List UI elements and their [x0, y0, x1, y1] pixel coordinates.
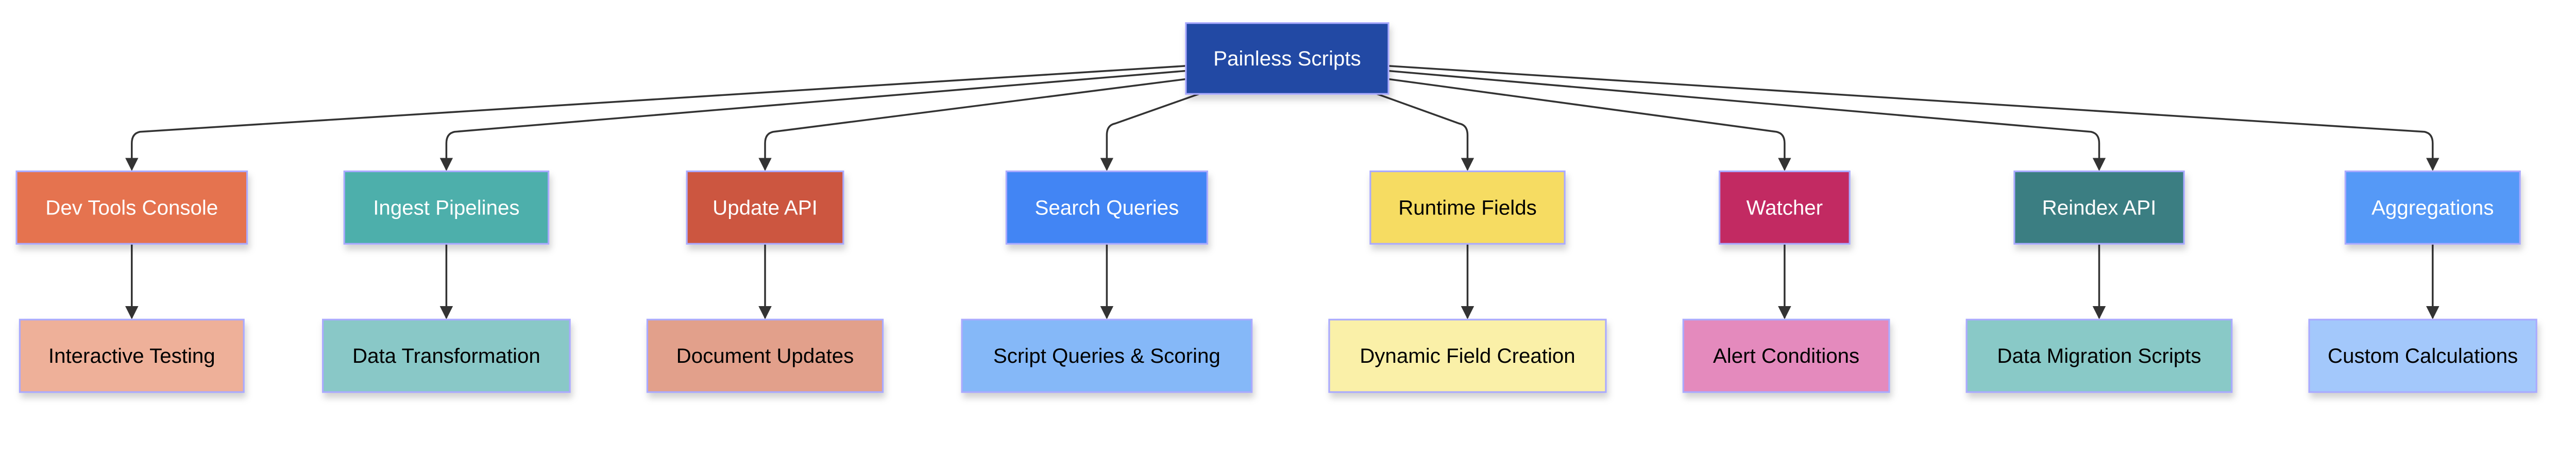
node-watcher[interactable]: Watcher	[1718, 170, 1851, 245]
node-custom-calculations-label: Custom Calculations	[2328, 344, 2518, 367]
node-update-api-label: Update API	[713, 196, 818, 219]
edge-root-to-ingest-pipelines	[439, 70, 1186, 171]
node-dev-tools-console[interactable]: Dev Tools Console	[15, 170, 248, 245]
node-aggregations-label: Aggregations	[2371, 196, 2494, 219]
node-script-queries-and-scoring[interactable]: Script Queries & Scoring	[961, 318, 1253, 393]
edge-root-to-reindex-api	[1388, 70, 2106, 171]
node-watcher-label: Watcher	[1747, 196, 1823, 219]
node-dynamic-field-creation-label: Dynamic Field Creation	[1360, 344, 1575, 367]
node-dynamic-field-creation-box	[1328, 318, 1607, 393]
node-data-migration-scripts-label: Data Migration Scripts	[1997, 344, 2201, 367]
node-aggregations-box	[2344, 170, 2521, 245]
node-watcher-box	[1718, 170, 1851, 245]
edge-root-to-search-queries	[1100, 93, 1199, 171]
node-reindex-api-label: Reindex API	[2042, 196, 2157, 219]
node-dev-tools-console-box	[15, 170, 248, 245]
node-document-updates-box	[646, 318, 884, 393]
edges	[125, 65, 2439, 319]
node-runtime-fields[interactable]: Runtime Fields	[1369, 170, 1566, 245]
node-search-queries-label: Search Queries	[1035, 196, 1179, 219]
node-aggregations[interactable]: Aggregations	[2344, 170, 2521, 245]
node-data-transformation-label: Data Transformation	[352, 344, 540, 367]
node-data-migration-scripts[interactable]: Data Migration Scripts	[1965, 318, 2233, 393]
node-script-queries-and-scoring-label: Script Queries & Scoring	[993, 344, 1221, 367]
edge-root-to-aggregations	[1388, 65, 2439, 171]
root-node-painless-scripts-box	[1185, 22, 1389, 95]
node-search-queries-box	[1005, 170, 1208, 245]
node-script-queries-and-scoring-box	[961, 318, 1253, 393]
node-document-updates-label: Document Updates	[676, 344, 854, 367]
node-search-queries[interactable]: Search Queries	[1005, 170, 1208, 245]
edge-root-to-watcher	[1388, 78, 1791, 171]
node-custom-calculations[interactable]: Custom Calculations	[2308, 318, 2537, 393]
node-interactive-testing-label: Interactive Testing	[48, 344, 215, 367]
root-node-painless-scripts-label: Painless Scripts	[1213, 47, 1361, 70]
node-document-updates[interactable]: Document Updates	[646, 318, 884, 393]
node-data-migration-scripts-box	[1965, 318, 2233, 393]
node-reindex-api[interactable]: Reindex API	[2013, 170, 2185, 245]
edge-root-to-runtime-fields	[1377, 93, 1475, 171]
node-dynamic-field-creation[interactable]: Dynamic Field Creation	[1328, 318, 1607, 393]
node-dev-tools-console-label: Dev Tools Console	[45, 196, 218, 219]
node-interactive-testing-box	[19, 318, 245, 393]
root-node-painless-scripts[interactable]: Painless Scripts	[1185, 22, 1389, 95]
edge-root-to-dev-tools-console	[125, 65, 1186, 171]
node-alert-conditions-label: Alert Conditions	[1713, 344, 1859, 367]
node-alert-conditions-box	[1682, 318, 1890, 393]
node-ingest-pipelines[interactable]: Ingest Pipelines	[343, 170, 550, 245]
node-interactive-testing[interactable]: Interactive Testing	[19, 318, 245, 393]
node-alert-conditions[interactable]: Alert Conditions	[1682, 318, 1890, 393]
node-ingest-pipelines-box	[343, 170, 550, 245]
node-ingest-pipelines-label: Ingest Pipelines	[373, 196, 519, 219]
node-data-transformation[interactable]: Data Transformation	[322, 318, 571, 393]
edge-root-to-update-api	[758, 78, 1187, 171]
node-data-transformation-box	[322, 318, 571, 393]
node-custom-calculations-box	[2308, 318, 2537, 393]
node-reindex-api-box	[2013, 170, 2185, 245]
node-runtime-fields-label: Runtime Fields	[1398, 196, 1537, 219]
node-runtime-fields-box	[1369, 170, 1566, 245]
node-update-api[interactable]: Update API	[686, 170, 844, 245]
node-update-api-box	[686, 170, 844, 245]
